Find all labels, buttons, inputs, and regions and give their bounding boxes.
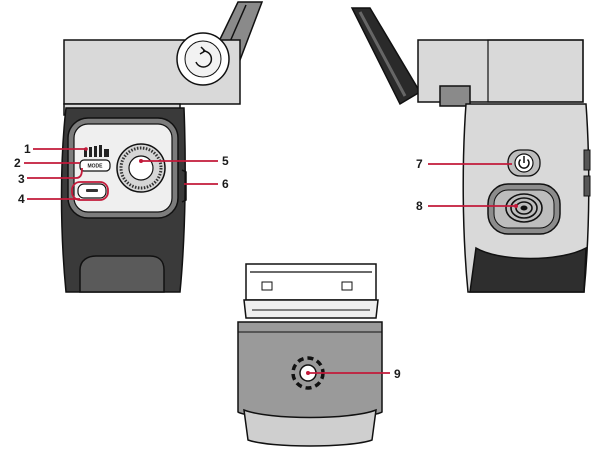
bottom-view	[237, 263, 383, 447]
label-9: 9	[394, 367, 401, 381]
label-5: 5	[222, 154, 229, 168]
concentric-circles-icon	[505, 193, 543, 223]
left-callouts: 1 2 3 4 5 6	[14, 142, 229, 206]
battery-indicator	[84, 145, 109, 157]
right-callouts: 7 8	[416, 157, 518, 213]
rotate-arrow-icon	[195, 46, 213, 68]
label-7: 7	[416, 157, 423, 171]
power-button[interactable]	[507, 149, 541, 177]
label-2: 2	[14, 156, 21, 170]
joystick[interactable]	[116, 143, 166, 193]
left-grip-cutout	[79, 255, 165, 293]
bottom-callouts: 9	[306, 367, 401, 381]
power-icon	[518, 156, 530, 169]
trigger-button[interactable]	[487, 183, 561, 235]
left-view: MODE	[60, 1, 264, 293]
label-4: 4	[18, 192, 25, 206]
label-6: 6	[222, 177, 229, 191]
mode-button[interactable]	[79, 159, 111, 172]
label-3: 3	[18, 172, 25, 186]
right-view	[350, 7, 591, 293]
label-8: 8	[416, 199, 423, 213]
label-1: 1	[24, 142, 31, 156]
right-upper-arm	[350, 7, 422, 106]
mode-button-label: MODE	[88, 164, 104, 170]
